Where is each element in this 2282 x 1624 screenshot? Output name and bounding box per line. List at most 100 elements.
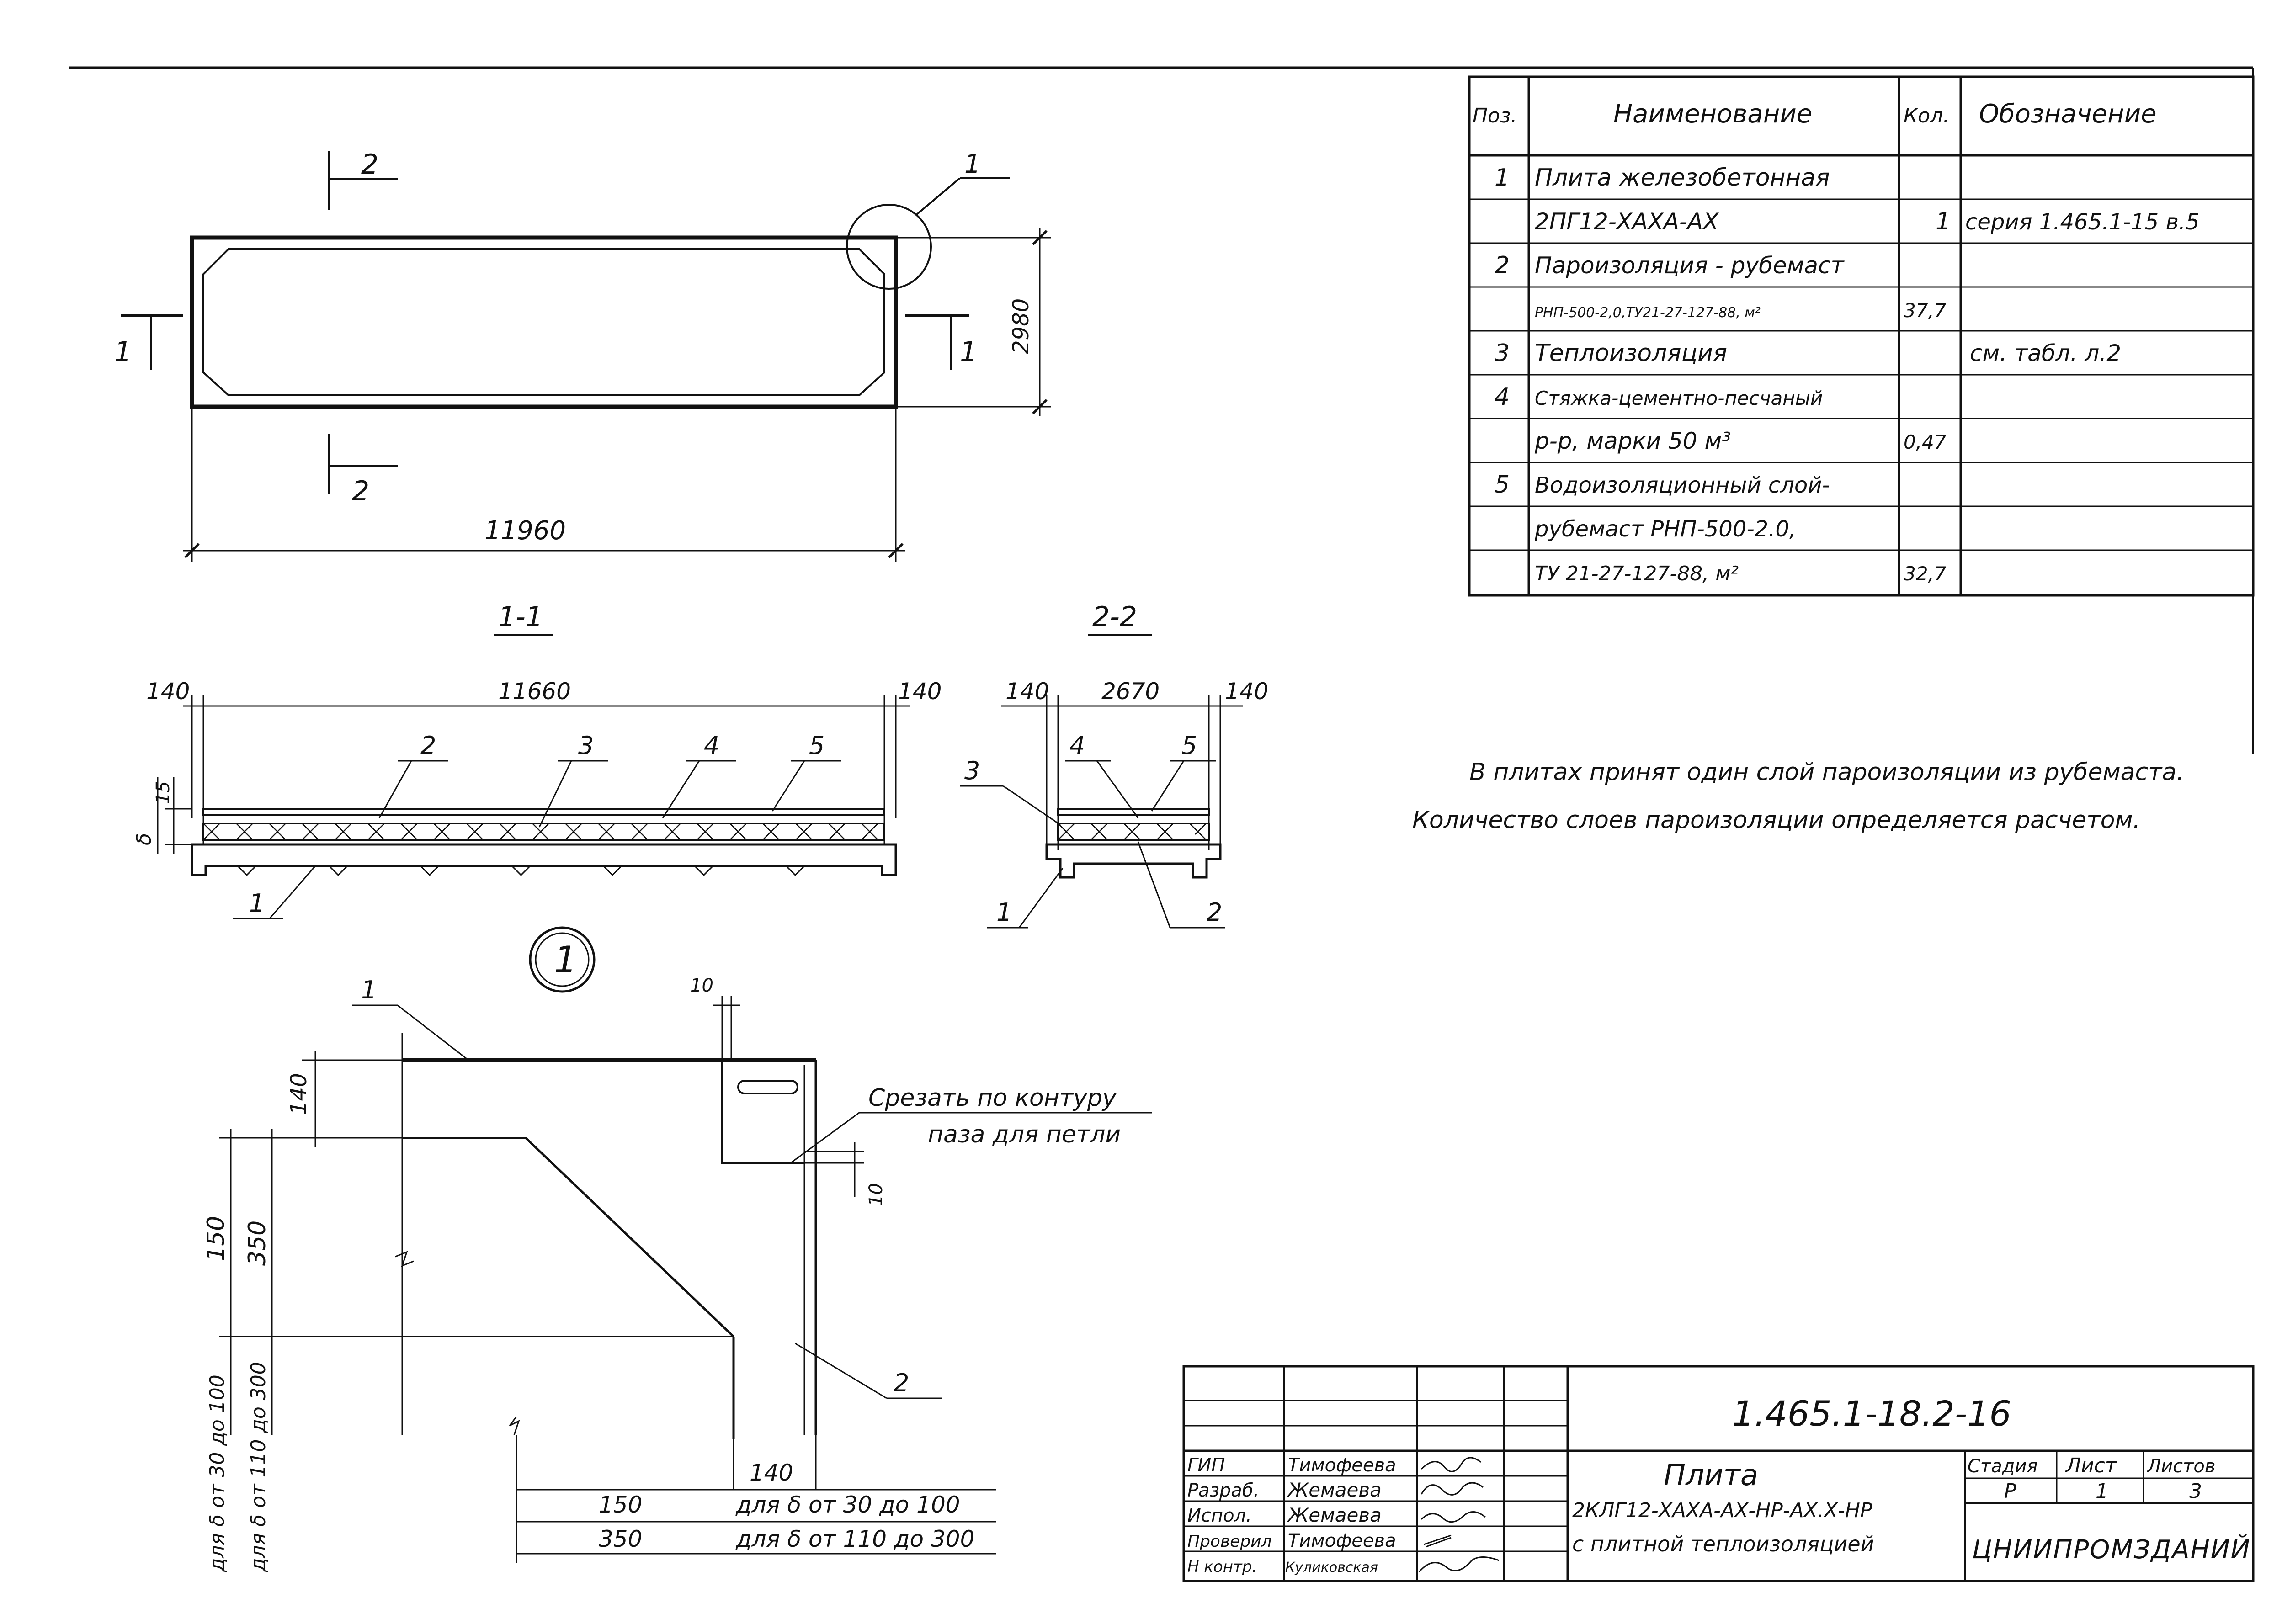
spec-header-qty: Кол. [1904,104,1949,127]
dim-detail-140-horizontal: 140 [750,1459,793,1486]
spec-cell: см. табл. л.2 [1970,340,2121,366]
spec-header-designation: Обозначение [1979,99,2157,129]
dim-detail-row1-text: для δ от 30 до 100 [735,1491,960,1518]
spec-cell: 1 [1495,164,1510,191]
title-block: 1.465.1-18.2-16 ГИП Разраб. Испол. Прове… [1182,1365,2255,1582]
spec-cell: Пароизоляция - рубемаст [1535,252,1845,279]
dim-1-1-15: 15 [153,781,174,804]
section-1-1-title: 1-1 [498,601,543,633]
spec-cell: серия 1.465.1-15 в.5 [1965,209,2200,235]
loop-slot [737,1080,798,1094]
section-2-2-label-5: 5 [1181,731,1197,760]
dim-detail-row2-value: 350 [599,1526,642,1552]
spec-cell: 5 [1495,471,1510,499]
plan-inner-contour [202,248,885,396]
spec-cell: Теплоизоляция [1535,340,1727,367]
detail-label-2: 2 [894,1369,909,1397]
dim-width: 2980 [1008,298,1034,354]
person-name: Жемаева [1287,1479,1382,1501]
spec-cell: Водоизоляционный слой- [1535,472,1830,498]
sheets-value: 3 [2189,1480,2202,1503]
person-name: Тимофеева [1288,1530,1396,1551]
signature [1420,1482,1484,1496]
layer-3-insulation [202,823,885,841]
title-line-1: Плита [1664,1459,1758,1492]
note-line-1: В плитах принят один слой пароизоляции и… [1469,759,2184,786]
dim-1-1-left: 140 [146,678,190,705]
dim-detail-right-10: 10 [866,1183,887,1206]
layer-5-waterproofing [202,808,885,816]
dim-detail-350-vertical: 350 [244,1221,271,1266]
note-line-2: Количество слоев пароизоляции определяет… [1412,807,2141,834]
plan-outline [190,235,898,409]
dim-detail-range-1: для δ от 30 до 100 [206,1375,229,1572]
person-name: Жемаева [1287,1504,1382,1526]
spec-header-pos: Поз. [1473,104,1517,127]
section-1-1-label-5: 5 [809,731,824,760]
section-mark-2-bottom: 2 [352,475,369,507]
dim-1-1-delta: δ [133,833,156,845]
plan-view: 1 2 2 1 1 11960 2980 [114,149,1051,562]
stage-value: Р [2004,1480,2016,1503]
dim-2-2-right: 140 [1225,678,1268,705]
section-2-2-label-3: 3 [964,756,980,785]
person-name: Куликовская [1285,1560,1378,1576]
section-2-2-title: 2-2 [1092,601,1137,633]
section-1-1-label-2: 2 [420,731,436,760]
signature [1420,1457,1481,1472]
detail-callout-circle [846,204,932,290]
note-cut-slot: паза для петли [928,1121,1121,1148]
dim-detail-row2-text: для δ от 110 до 300 [735,1526,974,1552]
signature [1423,1534,1452,1548]
dim-2-2-left: 140 [1005,678,1049,705]
spec-cell: 4 [1495,383,1510,411]
dim-1-1-mid: 11660 [498,678,571,705]
role-label: ГИП [1187,1455,1225,1476]
section-2-2: 2-2 140 2670 140 3 4 5 1 2 [960,601,1268,929]
dim-detail-top-10: 10 [690,975,713,996]
spec-cell: 0,47 [1904,431,1947,453]
spec-table: Поз. Наименование Кол. Обозначение 1 Пли… [1468,75,2255,597]
title-line-2: 2КЛГ12-ХАХА-АХ-НР-АХ.Х-НР [1572,1499,1872,1522]
section-1-1-label-4: 4 [704,731,719,760]
section-2-2-label-2: 2 [1207,898,1222,927]
sheet-value: 1 [2096,1480,2108,1503]
dim-length: 11960 [484,516,566,546]
dim-1-1-right: 140 [898,678,942,705]
note-cut-contour: Срезать по контуру [868,1084,1117,1112]
organization-stamp: ЦНИИПРОМЗДАНИЙ [1972,1535,2251,1565]
dim-detail-range-2: для δ от 110 до 300 [247,1362,270,1572]
section-mark-1-right: 1 [960,336,977,368]
section-2-2-label-4: 4 [1069,731,1085,760]
stage-header: Стадия [1968,1456,2037,1477]
dim-2-2-mid: 2670 [1101,678,1160,705]
spec-cell: 2 [1495,252,1510,279]
section-1-1-label-3: 3 [578,731,594,760]
role-label: Разраб. [1187,1480,1259,1501]
person-name: Тимофеева [1288,1455,1396,1476]
role-label: Н контр. [1187,1558,1257,1576]
slab-1-1 [191,843,897,876]
slab-2-2 [1045,843,1222,879]
spec-cell: Стяжка-цементно-песчаный [1535,387,1823,409]
spec-header-name: Наименование [1613,99,1812,129]
section-2-2-label-1: 1 [996,898,1012,927]
role-label: Проверил [1187,1532,1272,1551]
sheets-header: Листов [2146,1456,2215,1477]
spec-cell: Плита железобетонная [1535,164,1830,191]
spec-cell: 2ПГ12-ХАХА-АХ [1535,208,1719,235]
spec-cell: 3 [1495,340,1510,367]
detail-label-1: 1 [361,976,377,1004]
spec-cell: РНП-500-2,0,ТУ21-27-127-88, м² [1535,305,1761,321]
section-1-1: 1-1 140 11660 140 δ 15 2 3 4 [133,601,942,919]
signature [1418,1556,1500,1572]
signature [1420,1511,1486,1523]
dim-detail-140-vertical: 140 [286,1073,312,1115]
spec-cell: ТУ 21-27-127-88, м² [1535,562,1739,585]
spec-cell: 32,7 [1904,563,1947,585]
role-label: Испол. [1187,1505,1252,1526]
spec-cell: рубемаст РНП-500-2.0, [1534,516,1796,542]
spec-cell: 37,7 [1904,299,1947,322]
dim-detail-150-vertical: 150 [202,1216,230,1261]
